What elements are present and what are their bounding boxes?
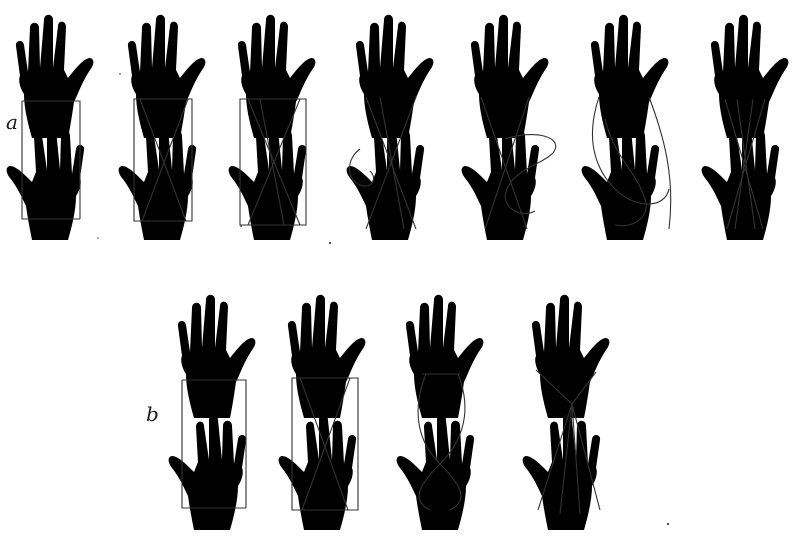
row-a-panels (7, 15, 789, 240)
lower-hand (582, 125, 659, 240)
panel-a-4 (347, 15, 434, 240)
upper-hand (238, 15, 315, 138)
lower-hand (347, 125, 424, 240)
panel-a-7 (702, 15, 789, 240)
upper-hand (406, 295, 483, 418)
panel-b-4 (523, 295, 610, 530)
panel-a-2 (119, 15, 206, 240)
panel-b-3 (397, 295, 484, 530)
row-label-a: a (6, 112, 18, 132)
panel-a-3 (229, 15, 316, 240)
upper-hand (288, 295, 365, 418)
lower-hand (523, 415, 600, 530)
lower-hand (397, 415, 474, 530)
upper-hand (178, 295, 255, 418)
upper-hand (128, 15, 205, 138)
panel-a-5 (462, 15, 556, 240)
panel-b-1 (169, 295, 256, 530)
lower-hand (169, 415, 246, 530)
upper-hand (356, 15, 433, 138)
panel-b-2 (279, 295, 366, 530)
panel-a-1 (7, 15, 94, 240)
upper-hand (471, 15, 548, 138)
row-label-b: b (146, 404, 159, 424)
row-b-panels (169, 295, 610, 530)
lower-hand (119, 125, 196, 240)
lower-hand (7, 125, 84, 240)
lower-hand (279, 415, 356, 530)
panel-a-6 (582, 15, 671, 240)
upper-hand (532, 295, 609, 418)
upper-hand (16, 15, 93, 138)
